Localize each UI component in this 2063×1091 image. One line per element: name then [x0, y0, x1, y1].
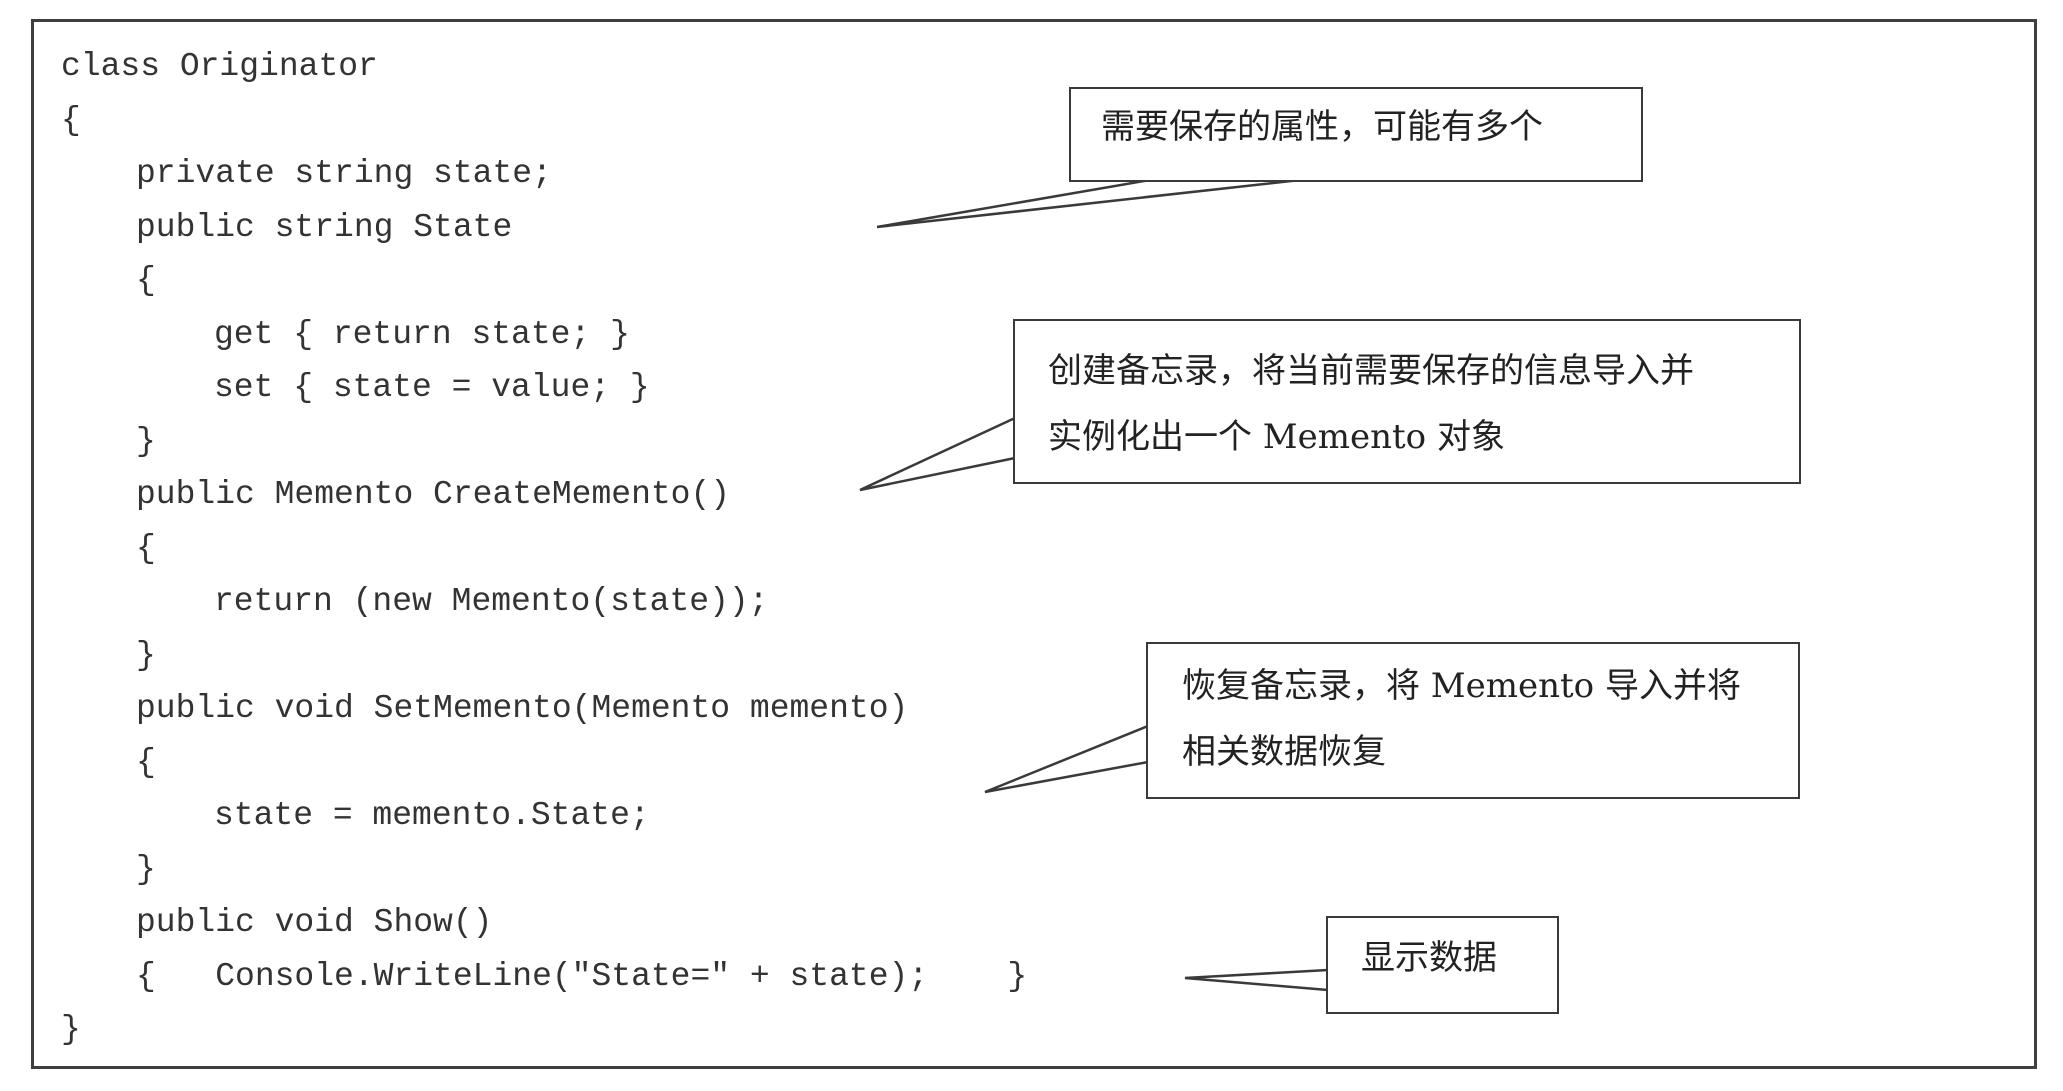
callout-create-memento-line-1: 创建备忘录，将当前需要保存的信息导入并 — [1048, 351, 1694, 391]
code-line-console-writeline: { Console.WriteLine("State=" + state); } — [136, 958, 1028, 995]
callout-pointer-show — [1184, 968, 1329, 992]
code-line-property-open-brace: { — [136, 262, 156, 299]
code-line-state-property: public string State — [136, 209, 513, 246]
callout-create-memento-line-2: 实例化出一个 Memento 对象 — [1048, 417, 1505, 457]
callout-create-memento: 创建备忘录，将当前需要保存的信息导入并 实例化出一个 Memento 对象 — [1013, 319, 1801, 484]
code-line-getter: get { return state; } — [214, 316, 630, 353]
code-line-create-open-brace: { — [136, 530, 156, 567]
code-line-return-new-memento: return (new Memento(state)); — [214, 583, 769, 620]
callout-pointer-set-memento — [984, 724, 1149, 794]
code-line-create-close-brace: } — [136, 637, 156, 674]
code-line-state-assignment: state = memento.State; — [214, 797, 650, 834]
code-line-class-open-brace: { — [61, 102, 81, 139]
code-line-set-memento: public void SetMemento(Memento memento) — [136, 690, 909, 727]
code-line-set-close-brace: } — [136, 851, 156, 888]
code-line-class-declaration: class Originator — [61, 48, 378, 85]
code-line-property-close-brace: } — [136, 423, 156, 460]
callout-set-memento-line-1: 恢复备忘录，将 Memento 导入并将 — [1182, 666, 1741, 706]
callout-show-text: 显示数据 — [1361, 938, 1497, 978]
code-line-class-close-brace: } — [61, 1011, 81, 1048]
code-line-create-memento: public Memento CreateMemento() — [136, 476, 731, 513]
callout-set-memento-line-2: 相关数据恢复 — [1182, 732, 1386, 772]
code-line-set-open-brace: { — [136, 744, 156, 781]
callout-pointer-create-memento — [859, 416, 1016, 492]
callout-set-memento: 恢复备忘录，将 Memento 导入并将 相关数据恢复 — [1146, 642, 1800, 799]
callout-show: 显示数据 — [1326, 916, 1559, 1014]
callout-properties: 需要保存的属性，可能有多个 — [1069, 87, 1643, 182]
code-listing-frame — [31, 19, 2037, 1069]
callout-pointer-properties — [876, 178, 1301, 229]
callout-properties-text: 需要保存的属性，可能有多个 — [1101, 107, 1543, 147]
code-line-show-method: public void Show() — [136, 904, 493, 941]
code-line-setter: set { state = value; } — [214, 369, 650, 406]
code-line-private-field: private string state; — [136, 155, 552, 192]
